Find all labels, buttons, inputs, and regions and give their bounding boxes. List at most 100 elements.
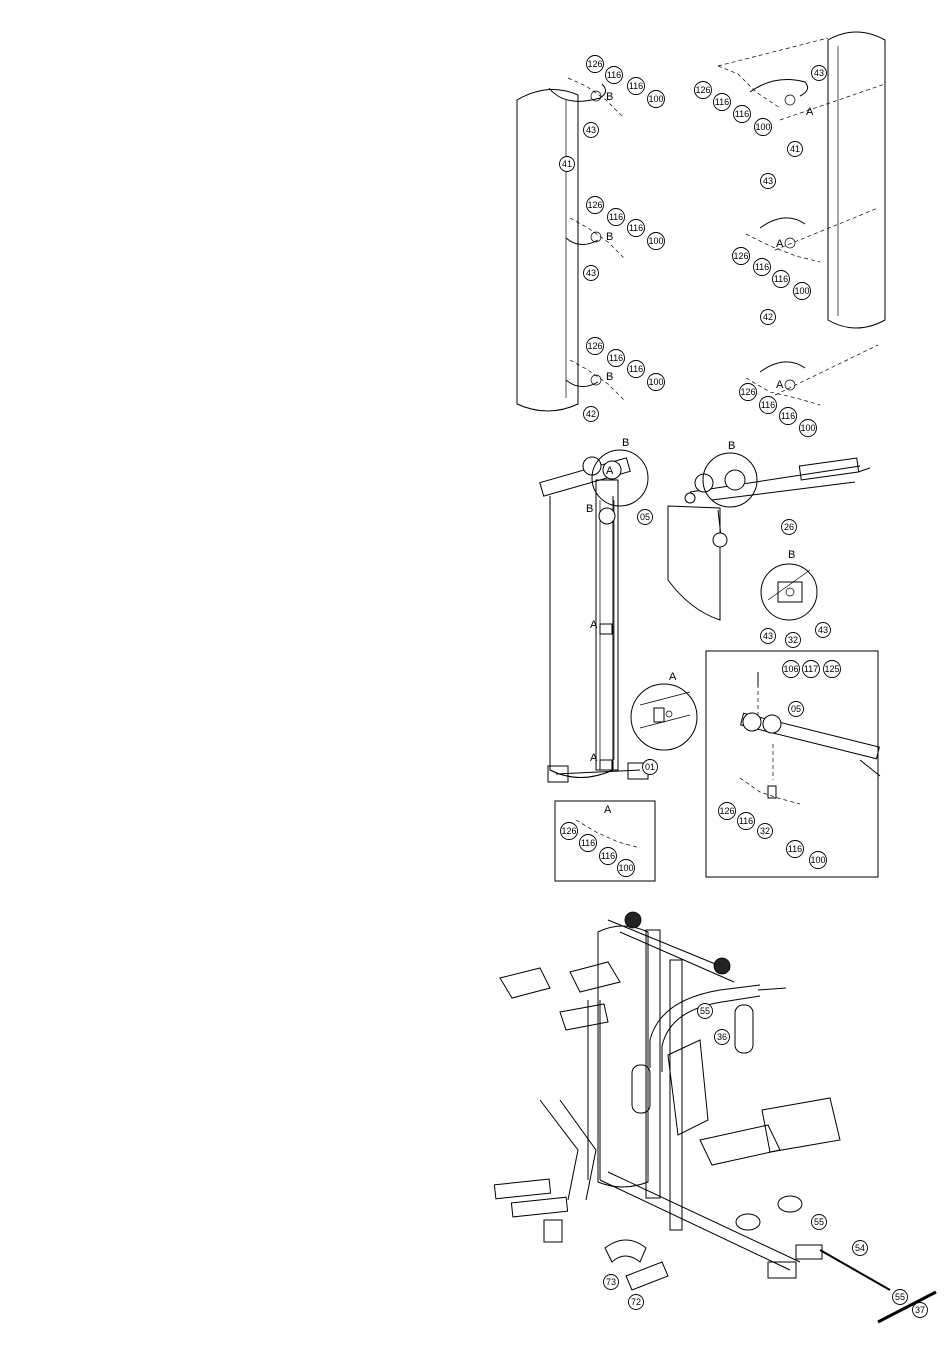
callout-number: 116 [629,223,643,233]
detail-letter-A: A [806,106,814,118]
part-callout-41: 41 [788,142,803,157]
part-callout-126: 126 [587,197,604,214]
callout-number: 116 [774,274,788,284]
part-callout-126: 126 [719,803,736,820]
callout-number: 54 [855,1243,865,1253]
detail-letter-A: A [669,671,677,683]
part-callout-126: 126 [740,384,757,401]
callout-number: 100 [800,423,815,433]
callout-number: 43 [763,631,773,641]
callout-number: 01 [645,762,655,772]
callout-number: 55 [895,1292,905,1302]
part-callout-43: 43 [584,266,599,281]
part-callout-116: 116 [738,813,755,830]
detail-letter-B: B [788,549,795,561]
part-callout-116: 116 [760,397,777,414]
callout-number: 32 [788,635,798,645]
part-callout-116: 116 [628,361,645,378]
part-callout-126: 126 [587,338,604,355]
part-callout-100: 100 [648,374,665,391]
callout-number: 116 [609,353,623,363]
part-callout-100: 100 [810,852,827,869]
callout-number: 41 [562,159,572,169]
callout-number: 100 [648,94,663,104]
callout-number: 116 [788,844,802,854]
detail-letter-A: A [590,752,598,764]
callout-number: 100 [794,286,809,296]
callout-number: 116 [761,400,775,410]
callout-number: 116 [607,70,621,80]
part-callout-26: 26 [782,520,797,535]
part-callout-116: 116 [606,67,623,84]
callout-number: 126 [587,59,602,69]
part-callout-55: 55 [893,1290,908,1305]
home-gym-machine [494,912,936,1322]
callout-number: 42 [586,409,596,419]
callout-number: 37 [915,1305,925,1315]
callout-number: 126 [719,806,734,816]
part-callout-43: 43 [584,123,599,138]
callout-number: 100 [755,122,770,132]
detail-letter-A: A [606,465,614,477]
part-callout-116: 116 [734,106,751,123]
callout-number: 126 [561,826,576,836]
part-callout-01: 01 [643,760,658,775]
callout-number: 55 [700,1006,710,1016]
part-callout-126: 126 [695,82,712,99]
part-callout-55: 55 [698,1004,713,1019]
callout-number: 55 [814,1217,824,1227]
detail-a-circle [631,684,697,750]
callout-number: 117 [804,664,818,674]
part-callout-126: 126 [733,248,750,265]
part-callout-116: 116 [714,94,731,111]
callout-number: 116 [715,97,729,107]
callout-number: 116 [781,411,795,421]
part-callout-32: 32 [786,633,801,648]
part-callout-117: 117 [803,661,820,678]
part-callout-126: 126 [561,823,578,840]
part-callout-42: 42 [584,407,599,422]
callout-number: 36 [717,1032,727,1042]
callout-number: 116 [739,816,753,826]
part-callout-106: 106 [783,661,800,678]
callout-number: 126 [733,251,748,261]
callout-number: 116 [581,838,595,848]
detail-letter-B: B [622,437,629,449]
detail-letter-A: A [776,379,784,391]
callout-number: 43 [763,176,773,186]
detail-b-circle [761,564,817,620]
callout-number: 125 [824,664,839,674]
part-callout-43: 43 [816,623,831,638]
callout-number: 43 [818,625,828,635]
callout-number: 116 [629,81,643,91]
part-callouts: 1261161161004341126116116100431261161161… [560,56,928,1318]
callout-number: 116 [735,109,749,119]
callout-number: 43 [586,268,596,278]
part-callout-116: 116 [628,78,645,95]
detail-letter-B: B [728,440,735,452]
callout-number: 100 [618,863,633,873]
detail-letter-B: B [606,371,613,383]
part-callout-73: 73 [604,1275,619,1290]
part-callout-116: 116 [780,408,797,425]
callout-number: 100 [648,236,663,246]
part-callout-116: 116 [580,835,597,852]
part-callout-116: 116 [628,220,645,237]
callout-number: 05 [640,512,650,522]
part-callout-116: 116 [787,841,804,858]
detail-letter-B: B [606,91,613,103]
detail-letter-B: B [606,231,613,243]
callout-number: 05 [791,704,801,714]
detail-letter-A: A [590,619,598,631]
part-callout-116: 116 [608,209,625,226]
part-callout-05: 05 [638,510,653,525]
part-callout-55: 55 [812,1215,827,1230]
part-callout-116: 116 [773,271,790,288]
callout-number: 116 [601,851,615,861]
callout-number: 100 [810,855,825,865]
callout-number: 43 [586,125,596,135]
part-callout-72: 72 [629,1295,644,1310]
callout-number: 43 [814,68,824,78]
detail-letters: BBBAAABBAABABA [586,91,814,764]
part-callout-43: 43 [812,66,827,81]
